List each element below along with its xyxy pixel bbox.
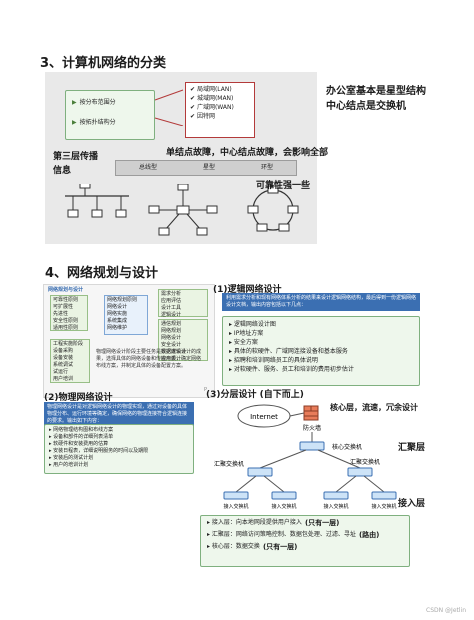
core-switch-icon bbox=[299, 441, 325, 451]
physical-item: ▸ 安装后的测试计划 bbox=[49, 455, 94, 461]
mini-right-box-2: 通信规划网络规划网络设计安全设计数据库设计应用设计 bbox=[158, 319, 208, 362]
layer-item-core: ▸ 核心层：数据交换 (只有一层) bbox=[207, 543, 403, 551]
layer-note: (只有一层) bbox=[304, 519, 340, 527]
note-ring: 可靠性强一些 bbox=[256, 181, 311, 191]
mini-bottom-left-box: 工程实施阶段设备采购设备安装系统调试试运行用户培训 bbox=[50, 339, 90, 383]
note-star-structure: 办公室基本是星型结构 中心结点是交换机 bbox=[326, 86, 426, 112]
access-switch-label: 接入交换机 bbox=[271, 503, 296, 510]
logical-item: ▸ 招聘和培训网络员工的具体说明 bbox=[229, 357, 318, 364]
layer-note: (只有一层) bbox=[262, 543, 298, 551]
bullet-icon: ▸ bbox=[207, 543, 212, 550]
physical-item: ▸ 网络物理结构图和布线方案 bbox=[49, 427, 114, 433]
physical-item: ▸ 用户的培训计划 bbox=[49, 462, 89, 468]
network-topology-diagram: Internet 防火墙 核心交换机 汇聚交换机 汇聚交换机 接入交换机 接入交… bbox=[214, 404, 397, 510]
access-switch-icon bbox=[223, 491, 249, 500]
bullet-icon: ▸ bbox=[207, 519, 212, 526]
layer-label: 汇聚层：网络访问策略控制、数据包处理、过滤、寻址 bbox=[211, 531, 356, 538]
mini-bottom-text: 物理网络设计阶段主要任务是根据逻辑设计的成果，选择具体的网络设备和传输介质，确定… bbox=[96, 349, 202, 369]
note-access-layer: 接入层 bbox=[398, 499, 426, 509]
layer-label: 接入层：向本地网段提供用户接入 bbox=[211, 519, 302, 526]
physical-item: ▸ 设备和部件的详细列表清单 bbox=[49, 434, 114, 440]
by-range-label: 按分布范围分 bbox=[79, 99, 116, 106]
range-type-item: ✔ 局域网(LAN) bbox=[190, 86, 232, 93]
mini-title: 网络规划与设计 bbox=[48, 287, 84, 293]
topology-bus-label: 总线型 bbox=[138, 164, 157, 171]
by-topology-label: 按拓扑结构分 bbox=[79, 119, 116, 126]
firewall-label: 防火墙 bbox=[303, 424, 321, 432]
logical-design-desc: 利用需求分析和现有网络体系分析的结果来设计逻辑网络结构，最后得到一份逻辑网络设计… bbox=[222, 293, 420, 311]
watermark: CSDN @Jetlin bbox=[426, 607, 466, 614]
layer-item-aggregation: ▸ 汇聚层：网络访问策略控制、数据包处理、过滤、寻址 (路由) bbox=[207, 531, 403, 539]
section3-heading: 3、计算机网络的分类 bbox=[40, 56, 167, 71]
arrow-icon: ▶ bbox=[72, 119, 77, 126]
note-bus: 第三层传播 信息 bbox=[53, 152, 99, 176]
core-switch-label: 核心交换机 bbox=[332, 443, 362, 451]
access-switch-icon bbox=[271, 491, 297, 500]
planning-mini-diagram: 网络规划与设计 可靠性原则可扩展性先进性安全性原则适用性原则 网络规划原则网络设… bbox=[43, 284, 215, 398]
agg-switch-label-2: 汇聚交换机 bbox=[350, 458, 380, 466]
agg-switch-label-1: 汇聚交换机 bbox=[214, 460, 244, 468]
logical-design-label: (1)逻辑网络设计 bbox=[213, 285, 282, 295]
access-switch-icon bbox=[371, 491, 397, 500]
logical-item: ▸ 安全方案 bbox=[229, 339, 258, 346]
logical-item: ▸ IP地址方案 bbox=[229, 330, 264, 337]
section4-heading: 4、网络规划与设计 bbox=[45, 266, 159, 281]
range-type-list: ✔ 局域网(LAN) ✔ 城域网(MAN) ✔ 广域网(WAN) ✔ 因特网 bbox=[185, 82, 255, 138]
star-topology-icon bbox=[148, 184, 218, 236]
topology-star-label: 星型 bbox=[202, 164, 215, 171]
mini-page-number: P bbox=[204, 387, 208, 393]
layer-label: 核心层：数据交换 bbox=[211, 543, 260, 550]
bullet-icon: ▸ bbox=[207, 531, 212, 538]
mini-mid-box: 网络规划原则网络设计网络实施系统集成网络维护 bbox=[104, 295, 148, 335]
physical-item: ▸ 软硬件和安装费用的估算 bbox=[49, 441, 109, 447]
logical-item: ▸ 具体的软硬件、广域网连接设备和基本服务 bbox=[229, 348, 348, 355]
physical-design-desc: 物理网络设计是对逻辑网络设计的物理实现，通过对设备的具体物理分布、运行环境等确定… bbox=[44, 402, 194, 427]
connector-lines bbox=[154, 89, 184, 126]
physical-item: ▸ 安装日程表，详细说明服务的时间以及期限 bbox=[49, 448, 149, 454]
mini-left-box: 可靠性原则可扩展性先进性安全性原则适用性原则 bbox=[50, 295, 88, 331]
access-switch-label: 接入交换机 bbox=[223, 503, 248, 510]
layered-design-label: (3)分层设计 (自下而上) bbox=[206, 390, 304, 400]
logical-item: ▸ 对软硬件、服务、员工和培训的费用初步估计 bbox=[229, 366, 354, 373]
internet-label: Internet bbox=[250, 413, 278, 421]
logical-item: ▸ 逻辑网络设计图 bbox=[229, 321, 276, 328]
range-type-item: ✔ 城域网(MAN) bbox=[190, 95, 234, 102]
agg-switch-icon-1 bbox=[247, 467, 273, 477]
arrow-icon: ▶ bbox=[72, 99, 77, 106]
bus-topology-icon bbox=[65, 184, 129, 218]
classification-diagram: ▶ 按分布范围分 ▶ 按拓扑结构分 ✔ 局域网(LAN) ✔ 城域网(MAN) … bbox=[45, 72, 317, 244]
layer-note: (路由) bbox=[358, 531, 380, 539]
access-switch-icon bbox=[323, 491, 349, 500]
logical-design-items: ▸ 逻辑网络设计图 ▸ IP地址方案 ▸ 安全方案 ▸ 具体的软硬件、广域网连接… bbox=[222, 316, 420, 386]
note-agg-layer: 汇聚层 bbox=[398, 443, 426, 453]
layer-item-access: ▸ 接入层：向本地网段提供用户接入 (只有一层) bbox=[207, 519, 403, 527]
topology-drawings bbox=[65, 184, 299, 236]
by-topology: ▶ 按拓扑结构分 bbox=[72, 119, 116, 127]
mini-right-box-1: 需求分析应用评估设计工具逻辑设计 bbox=[158, 289, 208, 318]
note-core-layer: 核心层，流速，冗余设计 bbox=[330, 403, 418, 412]
classification-box: ▶ 按分布范围分 ▶ 按拓扑结构分 bbox=[65, 90, 155, 140]
note-fault: 单结点故障，中心结点故障，会影响全部 bbox=[166, 148, 329, 158]
firewall-icon bbox=[303, 405, 319, 421]
range-type-item: ✔ 广域网(WAN) bbox=[190, 104, 234, 111]
physical-design-items: ▸ 网络物理结构图和布线方案 ▸ 设备和部件的详细列表清单 ▸ 软硬件和安装费用… bbox=[44, 424, 194, 474]
access-switch-label: 接入交换机 bbox=[323, 503, 348, 510]
topology-ring-label: 环型 bbox=[260, 164, 273, 171]
topology-bar: 总线型 星型 环型 bbox=[115, 160, 297, 176]
ring-topology-icon bbox=[247, 185, 299, 232]
access-switch-label: 接入交换机 bbox=[371, 503, 396, 510]
layer-list: ▸ 接入层：向本地网段提供用户接入 (只有一层) ▸ 汇聚层：网络访问策略控制、… bbox=[200, 515, 410, 567]
physical-design-label: (2)物理网络设计 bbox=[44, 393, 113, 403]
by-range: ▶ 按分布范围分 bbox=[72, 99, 116, 107]
agg-switch-icon-2 bbox=[347, 467, 373, 477]
range-type-item: ✔ 因特网 bbox=[190, 113, 215, 120]
